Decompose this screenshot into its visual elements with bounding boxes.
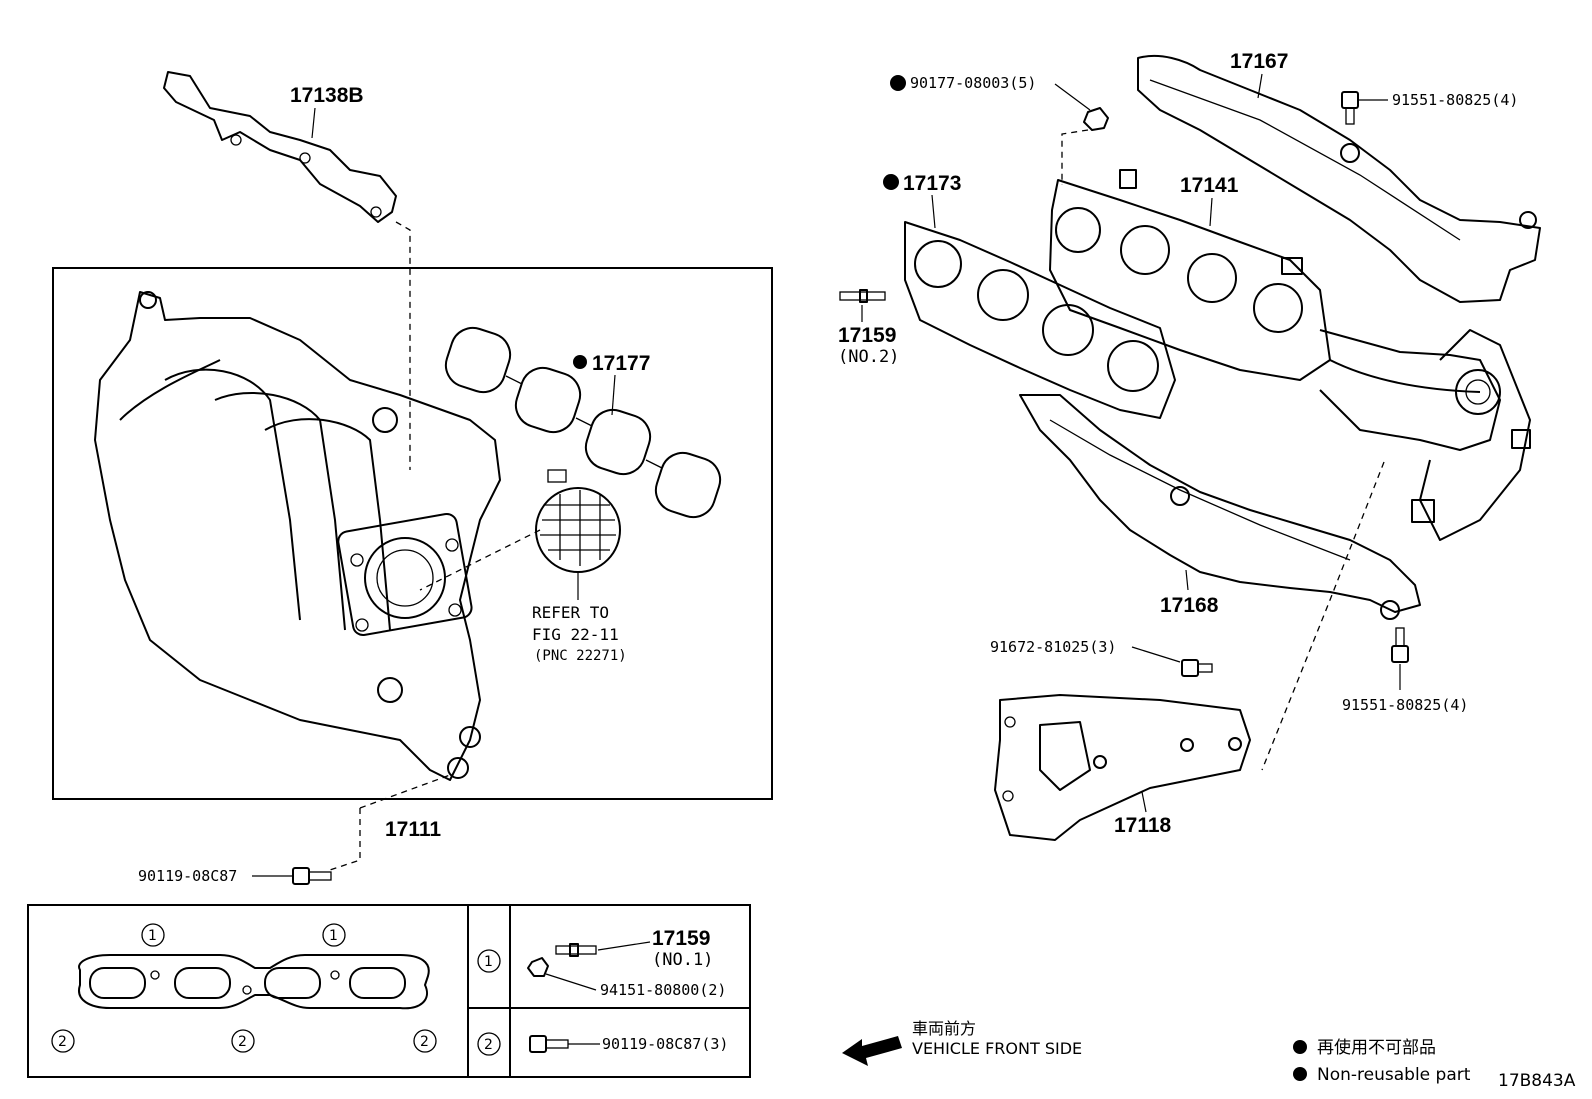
dashed-guide xyxy=(329,808,361,871)
svg-text:1: 1 xyxy=(484,954,493,970)
label-17168: 17168 xyxy=(1160,594,1219,617)
intake-manifold-group: 17138B xyxy=(52,71,773,885)
intake-top-shield-part xyxy=(163,71,397,223)
label-91551-80825-upper: 91551-80825(4) xyxy=(1392,91,1518,109)
exhaust-manifold-group: 90177-08003(5) 17167 91551-80825(4) 1717… xyxy=(838,50,1541,841)
exhaust-gasket-part xyxy=(904,221,1176,419)
non-reusable-marker-icon xyxy=(883,174,899,190)
leader-line xyxy=(931,194,936,229)
label-17159-no2: (NO.2) xyxy=(838,347,899,367)
non-reusable-marker-icon xyxy=(1293,1040,1307,1054)
label-17118: 17118 xyxy=(1114,814,1172,837)
figure-code: 17B843A xyxy=(1498,1071,1576,1091)
circle-2-marker: 2 xyxy=(231,1029,255,1053)
exhaust-manifold-part xyxy=(1049,169,1531,541)
dashed-guide xyxy=(395,221,411,470)
bolt-icon xyxy=(1391,627,1409,663)
leader-line xyxy=(545,973,597,991)
label-91672-81025: 91672-81025(3) xyxy=(990,638,1116,656)
bolt-icon xyxy=(292,867,332,885)
leader-line xyxy=(311,107,316,139)
throttle-body-gasket-part xyxy=(535,469,621,573)
leader-line xyxy=(1209,197,1213,227)
intake-port-gasket-part xyxy=(444,326,722,519)
intake-frame xyxy=(52,267,773,800)
vehicle-front-indicator: 車両前方 VEHICLE FRONT SIDE xyxy=(842,1019,1082,1066)
non-reusable-en: Non-reusable part xyxy=(1317,1065,1471,1085)
lower-heat-insulator-part xyxy=(1019,394,1421,613)
bolt-icon xyxy=(1181,659,1213,677)
label-90119-08C87: 90119-08C87 xyxy=(138,867,237,885)
dashed-guide xyxy=(1061,129,1089,185)
manifold-bracket-part xyxy=(994,694,1251,841)
label-17177: 17177 xyxy=(592,352,650,375)
leader-line xyxy=(1131,646,1181,663)
svg-text:2: 2 xyxy=(484,1037,493,1053)
refer-line-2: FIG 22-11 xyxy=(532,625,619,644)
label-90119-08C87-3: 90119-08C87(3) xyxy=(602,1035,728,1053)
non-reusable-marker-icon xyxy=(1293,1067,1307,1081)
leader-line xyxy=(611,374,616,416)
svg-text:1: 1 xyxy=(329,928,338,944)
nut-icon xyxy=(1083,107,1109,131)
front-side-jp: 車両前方 xyxy=(912,1019,976,1038)
circle-2-marker: 2 xyxy=(51,1029,75,1053)
leader-line xyxy=(1257,73,1263,99)
label-17173: 17173 xyxy=(903,172,961,195)
legend-box: 1 1 2 2 2 1 2 xyxy=(27,904,751,1078)
nut-icon xyxy=(527,957,549,977)
leader-line xyxy=(597,941,651,951)
intake-manifold-part xyxy=(94,291,501,781)
non-reusable-marker-icon xyxy=(890,75,906,91)
upper-heat-insulator-part xyxy=(1137,54,1541,303)
svg-text:2: 2 xyxy=(420,1034,429,1050)
label-legend-no1: (NO.1) xyxy=(652,950,713,970)
svg-text:2: 2 xyxy=(238,1034,247,1050)
dashed-guide xyxy=(359,774,451,809)
front-side-en: VEHICLE FRONT SIDE xyxy=(912,1039,1082,1058)
refer-line-1: REFER TO xyxy=(532,603,609,622)
circle-1-marker: 1 xyxy=(141,923,165,947)
label-17167: 17167 xyxy=(1230,50,1288,73)
label-17111: 17111 xyxy=(385,818,441,841)
dashed-guide xyxy=(1261,461,1385,771)
leader-line xyxy=(1185,569,1189,591)
label-17159: 17159 xyxy=(838,324,896,347)
leader-line xyxy=(1054,83,1091,111)
legend-row-2-marker: 2 xyxy=(477,1032,501,1056)
svg-text:2: 2 xyxy=(58,1034,67,1050)
refer-line-3: (PNC 22271) xyxy=(534,648,627,664)
label-94151-80800: 94151-80800(2) xyxy=(600,981,726,999)
svg-text:1: 1 xyxy=(148,928,157,944)
shield-hole xyxy=(230,134,242,146)
bolt-icon xyxy=(529,1035,569,1053)
non-reusable-marker-icon xyxy=(573,355,587,369)
label-legend-17159: 17159 xyxy=(652,927,710,950)
stud-icon xyxy=(839,289,886,303)
legend-gasket-part xyxy=(78,954,430,1010)
stud-icon xyxy=(555,943,597,957)
label-91551-80825-lower: 91551-80825(4) xyxy=(1342,696,1468,714)
label-17138B: 17138B xyxy=(290,84,364,107)
leader-line xyxy=(1141,791,1147,813)
circle-2-marker: 2 xyxy=(413,1029,437,1053)
circle-1-marker: 1 xyxy=(322,923,346,947)
shield-hole xyxy=(299,152,311,164)
shield-hole xyxy=(370,206,382,218)
legend-row-1-marker: 1 xyxy=(477,949,501,973)
bolt-icon xyxy=(1341,91,1359,125)
non-reusable-legend: 再使用不可部品 Non-reusable part xyxy=(1293,1037,1471,1085)
non-reusable-jp: 再使用不可部品 xyxy=(1317,1037,1436,1058)
label-90177-08003: 90177-08003(5) xyxy=(910,74,1036,92)
arrow-left-icon xyxy=(842,1036,902,1066)
dashed-guide xyxy=(419,529,541,591)
label-17141: 17141 xyxy=(1180,174,1239,197)
